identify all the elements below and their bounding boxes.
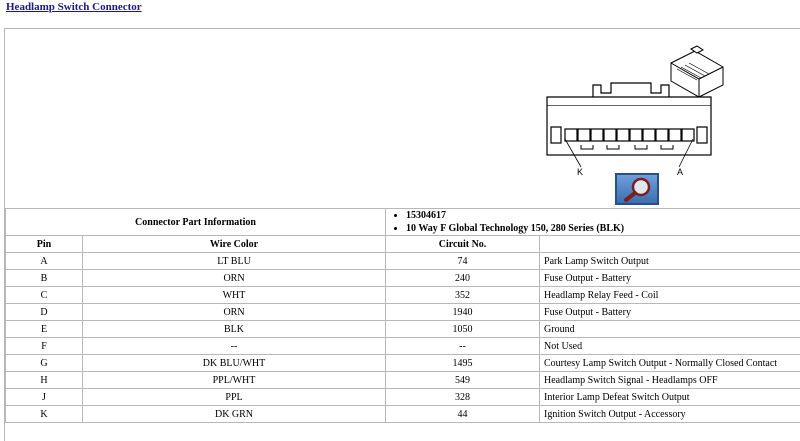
circuit-cell: 328 — [385, 388, 541, 406]
pin-cell: C — [5, 286, 83, 304]
table-row: J PPL 328 Interior Lamp Defeat Switch Ou… — [5, 388, 800, 406]
pin-cell: E — [5, 320, 83, 338]
connector-face — [546, 82, 712, 156]
circuit-cell: 1495 — [385, 354, 541, 372]
connector-info-header: Connector Part Information — [4, 208, 387, 236]
col-header-wire-color: Wire Color — [81, 235, 387, 253]
pin-cavities — [564, 128, 695, 142]
wire-color-cell: ORN — [81, 303, 387, 321]
circuit-cell: 74 — [385, 252, 541, 270]
connector-info-cell: 15304617 10 Way F Global Technology 150,… — [385, 208, 800, 236]
function-cell: Headlamp Relay Feed - Coil — [539, 286, 800, 304]
wire-color-cell: PPL/WHT — [81, 371, 387, 389]
connector-description: 10 Way F Global Technology 150, 280 Seri… — [406, 222, 800, 235]
pin-cell: B — [5, 269, 83, 287]
page-title[interactable]: Headlamp Switch Connector — [6, 1, 142, 13]
pin-cell: F — [5, 337, 83, 355]
table-row: D ORN 1940 Fuse Output - Battery — [5, 303, 800, 321]
table-row: E BLK 1050 Ground — [5, 320, 800, 338]
pin-label-k: K — [577, 167, 583, 175]
function-cell: Headlamp Switch Signal - Headlamps OFF — [539, 371, 800, 389]
circuit-cell: 1940 — [385, 303, 541, 321]
connector-info-list: 15304617 10 Way F Global Technology 150,… — [390, 210, 800, 235]
pin-cell: G — [5, 354, 83, 372]
table-row: B ORN 240 Fuse Output - Battery — [5, 269, 800, 287]
function-cell: Ground — [539, 320, 800, 338]
pin-cell: D — [5, 303, 83, 321]
table-row: K DK GRN 44 Ignition Switch Output - Acc… — [5, 405, 800, 423]
pin-cell: K — [5, 405, 83, 423]
table-row: G DK BLU/WHT 1495 Courtesy Lamp Switch O… — [5, 354, 800, 372]
connector-diagram: K A — [546, 45, 724, 175]
wire-color-cell: PPL — [81, 388, 387, 406]
part-number: 15304617 — [406, 210, 800, 223]
table-row: A LT BLU 74 Park Lamp Switch Output — [5, 252, 800, 270]
col-header-function — [539, 235, 800, 253]
pin-cell: A — [5, 252, 83, 270]
connector-table: Connector Part Information 15304617 10 W… — [4, 208, 800, 423]
table-row: C WHT 352 Headlamp Relay Feed - Coil — [5, 286, 800, 304]
table-header-row: Pin Wire Color Circuit No. — [5, 235, 800, 253]
circuit-cell: 1050 — [385, 320, 541, 338]
pin-cell: J — [5, 388, 83, 406]
leader-line-k — [564, 138, 582, 168]
wire-color-cell: DK GRN — [81, 405, 387, 423]
wire-color-cell: ORN — [81, 269, 387, 287]
circuit-cell: 352 — [385, 286, 541, 304]
function-cell: Not Used — [539, 337, 800, 355]
function-cell: Fuse Output - Battery — [539, 269, 800, 287]
zoom-button[interactable] — [615, 173, 659, 205]
content-frame — [4, 28, 800, 441]
table-row: F -- -- Not Used — [5, 337, 800, 355]
circuit-cell: -- — [385, 337, 541, 355]
circuit-cell: 549 — [385, 371, 541, 389]
circuit-cell: 240 — [385, 269, 541, 287]
table-row: H PPL/WHT 549 Headlamp Switch Signal - H… — [5, 371, 800, 389]
pin-label-a: A — [677, 167, 683, 175]
function-cell: Ignition Switch Output - Accessory — [539, 405, 800, 423]
wire-color-cell: LT BLU — [81, 252, 387, 270]
wire-color-cell: DK BLU/WHT — [81, 354, 387, 372]
col-header-pin: Pin — [5, 235, 83, 253]
figure-area: K A — [5, 29, 800, 208]
connector-thumbnail — [670, 45, 724, 98]
magnifier-icon — [624, 177, 651, 202]
function-cell: Courtesy Lamp Switch Output - Normally C… — [539, 354, 800, 372]
wire-color-cell: BLK — [81, 320, 387, 338]
wire-color-cell: WHT — [81, 286, 387, 304]
circuit-cell: 44 — [385, 405, 541, 423]
col-header-circuit: Circuit No. — [385, 235, 541, 253]
function-cell: Interior Lamp Defeat Switch Output — [539, 388, 800, 406]
wire-color-cell: -- — [81, 337, 387, 355]
function-cell: Park Lamp Switch Output — [539, 252, 800, 270]
connector-info-row: Connector Part Information 15304617 10 W… — [4, 208, 800, 236]
pin-cell: H — [5, 371, 83, 389]
function-cell: Fuse Output - Battery — [539, 303, 800, 321]
leader-line-a — [678, 138, 694, 168]
